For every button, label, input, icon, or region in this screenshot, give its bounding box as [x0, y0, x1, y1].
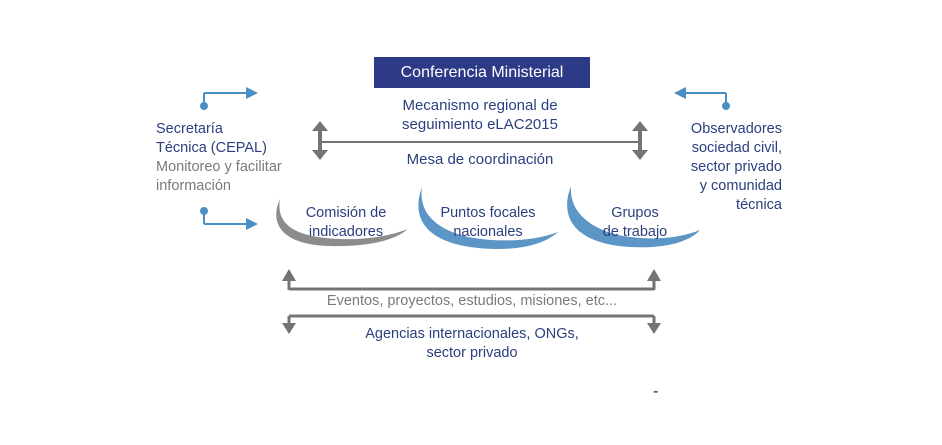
agencies-line-1: Agencias internacionales, ONGs,: [365, 326, 579, 342]
group-focal-line-2: nacionales: [453, 224, 523, 240]
right-line-3: sector privado: [690, 159, 782, 175]
events-label: Eventos, proyectos, estudios, misiones, …: [326, 293, 618, 309]
agencies-label: Agencias internacionales, ONGs, sector p…: [290, 325, 654, 363]
agencies-line-2: sector privado: [426, 345, 518, 361]
mechanism-line-1: Mecanismo regional de: [402, 97, 558, 114]
right-line-5: técnica: [736, 197, 782, 213]
right-line-2: sociedad civil,: [691, 140, 782, 156]
left-top-arrow: [200, 87, 258, 110]
left-line-1: Secretaría: [156, 121, 223, 137]
stray-mark: -: [653, 383, 659, 400]
right-top-arrow: [674, 87, 730, 110]
title-box: Conferencia Ministerial: [374, 57, 590, 88]
group-work: Grupos de trabajo: [590, 204, 680, 242]
group-indicators-line-1: Comisión de: [305, 205, 387, 221]
mechanism-line-2: seguimiento eLAC2015: [402, 116, 558, 133]
group-focal-points: Puntos focales nacionales: [428, 204, 548, 242]
agencies-connector: [282, 314, 661, 334]
right-panel: Observadores sociedad civil, sector priv…: [672, 120, 782, 215]
coordination-label: Mesa de coordinación: [406, 151, 554, 168]
group-work-line-1: Grupos: [611, 205, 659, 221]
events-connector: [282, 269, 661, 291]
mechanism-label: Mecanismo regional de seguimiento eLAC20…: [370, 96, 590, 134]
right-line-4: y comunidad: [699, 178, 782, 194]
left-bottom-arrow: [200, 207, 258, 230]
right-line-1: Observadores: [690, 121, 782, 137]
group-indicators: Comisión de indicadores: [290, 204, 402, 242]
left-line-2: Técnica (CEPAL): [156, 140, 267, 156]
group-indicators-line-2: indicadores: [308, 224, 384, 240]
work-groups-crescent: [567, 186, 700, 248]
left-panel: Secretaría Técnica (CEPAL) Monitoreo y f…: [156, 120, 282, 196]
left-line-3: Monitoreo y facilitar: [156, 159, 282, 175]
center-connector: [312, 121, 648, 160]
group-focal-line-1: Puntos focales: [440, 205, 536, 221]
group-work-line-2: de trabajo: [602, 224, 668, 240]
focal-points-crescent: [418, 187, 558, 250]
left-line-4: información: [156, 178, 231, 194]
